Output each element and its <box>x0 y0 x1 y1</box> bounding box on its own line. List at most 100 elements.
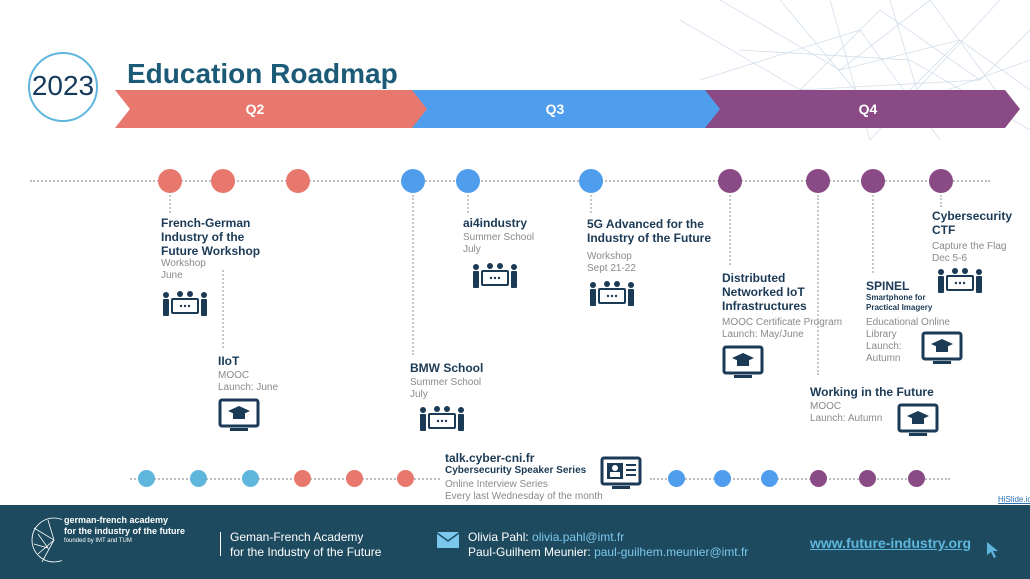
timeline-dot <box>346 470 363 487</box>
event-type: MOOC Certificate Program <box>722 317 843 328</box>
contact-email-link[interactable]: olivia.pahl@imt.fr <box>532 530 625 544</box>
event-type: Workshop <box>587 251 632 262</box>
timeline-dot <box>859 470 876 487</box>
event-title: Infrastructures <box>722 299 807 313</box>
graduation-cap-monitor-icon <box>722 345 764 378</box>
connector <box>590 195 592 213</box>
event-iiot: IIoT MOOC Launch: June <box>218 354 278 394</box>
quarter-arrows <box>115 90 1020 128</box>
event-title: Working in the Future <box>810 385 934 399</box>
timeline-dot <box>908 470 925 487</box>
event-title: Industry of the Future <box>587 231 711 245</box>
event-date: Launch: May/June <box>722 329 804 340</box>
event-ai4industry: ai4industry Summer School July <box>463 216 534 256</box>
q3-arrow <box>412 90 722 128</box>
academy-name-line: Geman-French Academy <box>230 530 364 544</box>
connector <box>169 195 171 213</box>
timeline-dot <box>190 470 207 487</box>
timeline-dot <box>397 470 414 487</box>
event-date: June <box>161 270 183 281</box>
event-title: Future Workshop <box>161 244 261 258</box>
bottom-timeline-right <box>650 478 950 480</box>
hislide-credit-link[interactable]: HiSlide.io <box>998 495 1030 504</box>
timeline-dot <box>714 470 731 487</box>
timeline-dot <box>668 470 685 487</box>
academy-logo-icon <box>31 517 62 563</box>
event-title: IIoT <box>218 354 240 368</box>
workshop-icon <box>163 291 207 316</box>
timeline-dot <box>294 470 311 487</box>
event-date: July <box>410 389 428 400</box>
event-title: Distributed <box>722 271 786 285</box>
graduation-cap-monitor-icon <box>897 403 939 436</box>
video-call-icon <box>600 456 642 489</box>
event-date: Sept 21-22 <box>587 263 636 274</box>
footer-divider <box>220 532 221 556</box>
connector <box>729 195 731 265</box>
logo-line: for the industry of the future <box>64 526 185 536</box>
event-date: July <box>463 244 481 255</box>
academy-name: Geman-French Academy for the Industry of… <box>230 530 381 560</box>
timeline-dot <box>456 169 480 193</box>
event-subtitle: Practical Imagery <box>866 303 933 312</box>
timeline-dot <box>579 169 603 193</box>
event-distributed-iot: Distributed Networked IoT Infrastructure… <box>722 271 842 341</box>
timeline-dot <box>211 169 235 193</box>
cursor-icon <box>987 542 998 558</box>
event-title: BMW School <box>410 361 484 375</box>
event-title: ai4industry <box>463 216 528 230</box>
graduation-cap-monitor-icon <box>218 398 260 431</box>
event-date: Every last Wednesday of the month <box>445 491 603 502</box>
network-decoration <box>680 0 1030 141</box>
event-date: Dec 5-6 <box>932 253 968 264</box>
connector <box>222 270 224 348</box>
logo-line: german-french academy <box>64 515 169 525</box>
event-type: Summer School <box>463 232 535 243</box>
event-date: Launch: <box>866 341 902 352</box>
q3-label: Q3 <box>545 101 565 117</box>
event-title: French-German <box>161 216 251 230</box>
page-title: Education Roadmap <box>127 58 398 89</box>
website-link[interactable]: www.future-industry.org <box>810 535 971 551</box>
workshop-icon <box>420 406 464 431</box>
academy-logo-text: german-french academy for the industry o… <box>64 515 185 546</box>
contact-email-link[interactable]: paul-guilhem.meunier@imt.fr <box>594 545 749 559</box>
timeline-dot <box>286 169 310 193</box>
academy-name-line: for the Industry of the Future <box>230 545 382 559</box>
footer-bar <box>0 505 1030 579</box>
event-title: SPINEL <box>866 279 910 293</box>
event-working-future: Working in the Future MOOC Launch: Autum… <box>810 385 934 425</box>
timeline-dot <box>242 470 259 487</box>
timeline-dot <box>861 169 885 193</box>
top-timeline <box>30 180 990 182</box>
timeline-dot <box>158 169 182 193</box>
year-label: 2023 <box>31 70 95 101</box>
event-title: Networked IoT <box>722 285 805 299</box>
timeline-dot <box>806 169 830 193</box>
event-title: 5G Advanced for the <box>587 217 704 231</box>
event-title: Cybersecurity <box>932 209 1013 223</box>
event-type: Library <box>866 329 897 340</box>
connector <box>817 195 819 375</box>
workshop-icon <box>938 268 982 293</box>
connector <box>412 195 414 355</box>
logo-founded: founded by IMT and TUM <box>64 538 132 544</box>
event-cybersecurity-ctf: Cybersecurity CTF Capture the Flag Dec 5… <box>932 209 1012 265</box>
timeline-dot <box>929 169 953 193</box>
connector <box>872 195 874 273</box>
q4-label: Q4 <box>858 101 878 117</box>
connector <box>467 195 469 213</box>
timeline-dot <box>138 470 155 487</box>
workshop-icon <box>590 281 634 306</box>
event-type: MOOC <box>218 370 250 381</box>
connector <box>940 195 942 207</box>
workshop-icon <box>473 263 517 288</box>
year-badge-ring <box>28 52 98 122</box>
timeline-dot <box>761 470 778 487</box>
event-date: Autumn <box>866 353 901 364</box>
event-talk-cyber-cni: talk.cyber-cni.fr Cybersecurity Speaker … <box>445 451 603 503</box>
timeline-dot <box>718 169 742 193</box>
event-spinel: SPINEL Smartphone for Practical Imagery … <box>866 279 950 365</box>
event-type: Capture the Flag <box>932 241 1007 252</box>
event-bmw-school: BMW School Summer School July <box>410 361 483 401</box>
